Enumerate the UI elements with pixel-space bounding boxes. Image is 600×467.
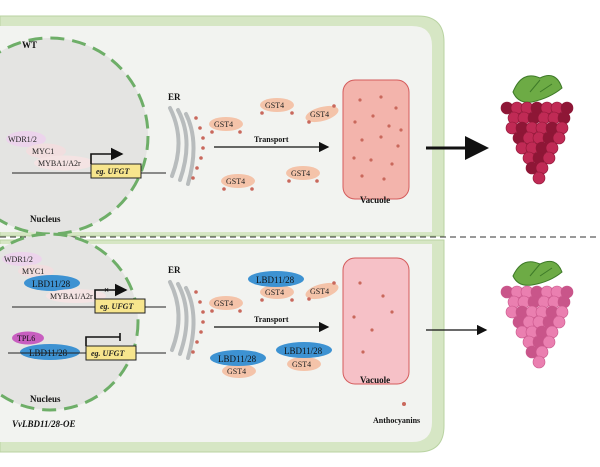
top-er [168, 106, 196, 186]
myba-label: MYBA1/A2r [38, 159, 81, 168]
myba-protein [34, 155, 94, 171]
b-myba-label: MYBA1/A2r [50, 292, 93, 301]
top-gst-4: GST4 [221, 174, 255, 191]
top-gst-1: GST4 [260, 98, 294, 115]
bottom-gene-label-1: eg. UFGT [100, 302, 134, 311]
top-panel-label: WT [22, 40, 37, 50]
wdr-protein [6, 131, 46, 147]
anthocyanin-legend-dot [402, 402, 406, 406]
top-gene-label: eg. UFGT [96, 167, 130, 176]
top-er-ribosomes [191, 116, 205, 180]
b-lbd-protein [24, 275, 80, 291]
top-vacuole-anthocyanins [352, 95, 403, 181]
svg-text:GST4: GST4 [310, 110, 329, 119]
grape-berry [552, 315, 566, 329]
b-myc-label: MYC1 [22, 267, 44, 276]
bottom-promoter-arrow-1 [94, 283, 128, 299]
grape-berry [532, 355, 546, 369]
svg-text:GST4: GST4 [310, 287, 329, 296]
bottom-blocked-mark: × [104, 285, 109, 295]
bottom-transport-label: Transport [254, 315, 289, 324]
light-grape-cluster [500, 260, 574, 369]
bottom-panel-label: VvLBD11/28-OE [12, 419, 76, 429]
bottom-gene-box-2 [85, 345, 137, 361]
top-gene-box [90, 163, 142, 179]
bottom-vacuole [342, 257, 410, 385]
b-wdr-label: WDR1/2 [4, 255, 33, 264]
myc-protein [26, 143, 66, 159]
b-wdr-protein [2, 252, 42, 266]
wdr-label: WDR1/2 [8, 135, 37, 144]
bottom-nucleus-label: Nucleus [30, 394, 61, 404]
bottom-vacuole-label: Vacuole [360, 375, 390, 385]
svg-text:GST4: GST4 [227, 367, 246, 376]
grape-berry [542, 151, 556, 165]
complex-1: GST4 LBD11/28 [248, 271, 304, 302]
svg-text:GST4: GST4 [214, 120, 233, 129]
bottom-gene-label-2: eg. UFGT [91, 349, 125, 358]
top-gst-2: GST4 [209, 117, 243, 134]
bottom-er-ribosomes [191, 290, 205, 354]
top-gst-5: GST4 [286, 166, 320, 183]
dark-grape-cluster [500, 75, 574, 185]
bottom-repressed-mark [85, 333, 121, 346]
grape-berry [532, 171, 546, 185]
free-gst-1: GST4 [209, 296, 243, 313]
b-myba-protein [46, 289, 106, 303]
svg-text:GST4: GST4 [265, 288, 284, 297]
b-myc-protein [18, 264, 54, 278]
bottom-gene-box-1 [94, 298, 146, 314]
complex-3: GST4 LBD11/28 [276, 342, 332, 371]
svg-text:LBD11/28: LBD11/28 [284, 346, 323, 356]
svg-text:GST4: GST4 [291, 169, 310, 178]
top-er-label: ER [168, 92, 181, 102]
b-lbd-label: LBD11/28 [32, 279, 71, 289]
top-nucleus [0, 36, 150, 236]
svg-text:GST4: GST4 [292, 360, 311, 369]
lbd-repressor [20, 344, 80, 360]
grape-berry [542, 335, 556, 349]
svg-text:GST4: GST4 [265, 101, 284, 110]
grape-berry [552, 131, 566, 145]
free-gst-2: GST4 [305, 281, 339, 301]
anthocyanin-legend-label: Anthocyanins [373, 416, 420, 425]
bottom-vacuole-anthocyanins [352, 281, 394, 354]
complex-2: GST4 LBD11/28 [210, 350, 266, 378]
top-vacuole [342, 79, 410, 200]
tpl6-protein [12, 331, 44, 345]
svg-text:LBD11/28: LBD11/28 [218, 354, 257, 364]
bottom-er [168, 280, 196, 360]
bottom-er-label: ER [168, 265, 181, 275]
top-transport-label: Transport [254, 135, 289, 144]
svg-text:GST4: GST4 [214, 299, 233, 308]
svg-text:LBD11/28: LBD11/28 [256, 275, 295, 285]
tpl6-label: TPL6 [17, 334, 35, 343]
myc-label: MYC1 [32, 147, 54, 156]
top-gst-3: GST4 [305, 104, 339, 124]
top-promoter-arrow [90, 147, 124, 164]
svg-text:GST4: GST4 [226, 177, 245, 186]
top-vacuole-label: Vacuole [360, 195, 390, 205]
top-nucleus-label: Nucleus [30, 214, 61, 224]
